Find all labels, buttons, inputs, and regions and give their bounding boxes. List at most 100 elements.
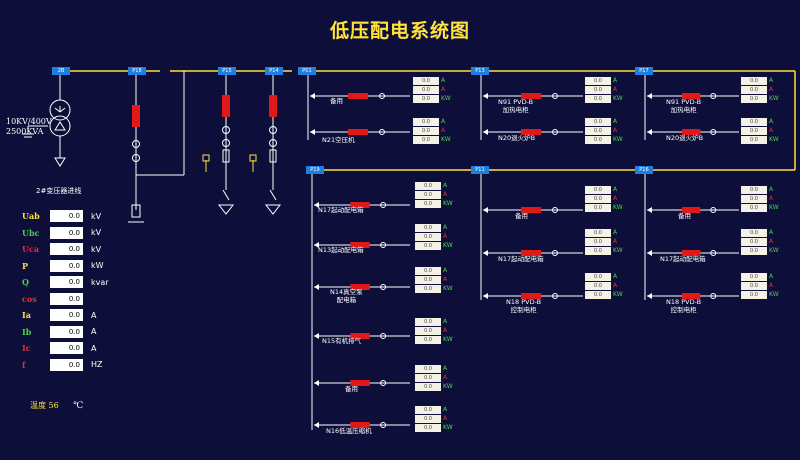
- feeder-name: N14真空泵配电箱: [330, 288, 363, 304]
- feeder-name-line: 配电箱: [336, 296, 357, 304]
- breaker-icon: [348, 93, 368, 99]
- ct-circle-icon: [269, 126, 277, 134]
- transformer-voltage: 10KV/400V: [6, 117, 52, 126]
- ct-circle-icon: [132, 154, 140, 162]
- transformer-name: 2#变压器进线: [36, 187, 82, 195]
- bus-label: 2B: [52, 67, 70, 75]
- ct-circle-icon: [552, 93, 558, 99]
- measurement-label: cos: [22, 293, 37, 304]
- feeder-name-line: N16低温压缩机: [326, 427, 372, 435]
- ct-circle-icon: [710, 129, 717, 135]
- unit-label: KW: [769, 291, 779, 298]
- feeder-name-line: 加热电柜: [670, 106, 697, 114]
- unit-label: A: [443, 224, 448, 231]
- measurement-value: 0.0: [50, 358, 83, 371]
- measurement-label: Ubc: [22, 227, 40, 238]
- unit-label: A: [613, 195, 618, 202]
- value-cell: 0.0: [585, 238, 611, 246]
- transformer-winding-icon: [49, 99, 71, 121]
- ct-circle-icon: [379, 129, 385, 135]
- feeder-arrow-icon: [483, 293, 488, 299]
- ct-circle-icon: [269, 139, 277, 147]
- value-cell: 0.0: [585, 273, 611, 281]
- unit-label: A: [443, 276, 448, 283]
- ct-circle-icon: [710, 93, 717, 99]
- feeder-arrow-icon: [310, 93, 315, 99]
- feeder-name-line: N91 PVD-B: [666, 98, 702, 106]
- unit-label: A: [769, 229, 774, 236]
- value-cell: 0.0: [585, 127, 611, 135]
- feeder-arrow-icon: [314, 333, 319, 339]
- measurement-value: 0.0: [50, 325, 83, 338]
- unit-label: A: [443, 327, 448, 334]
- unit-label: A: [613, 282, 618, 289]
- bus-label: P11: [471, 166, 489, 174]
- value-cell: 0.0: [585, 95, 611, 103]
- unit-label: A: [613, 127, 618, 134]
- unit-label: KW: [443, 424, 453, 431]
- feeder-arrow-icon: [647, 129, 652, 135]
- feeder-name-line: N91 PVD-B: [498, 98, 534, 106]
- value-cell: 0.0: [741, 238, 767, 246]
- breaker-icon: [348, 129, 368, 135]
- transformer-capacity: 2500KVA: [6, 127, 44, 136]
- value-cell: 0.0: [585, 86, 611, 94]
- feeder-arrow-icon: [314, 422, 319, 428]
- indicator-icon: [202, 154, 210, 162]
- switch-icon: [269, 189, 277, 201]
- ct-circle-icon: [710, 250, 717, 256]
- breaker-icon: [350, 422, 370, 428]
- feeder-name: 备用: [345, 385, 358, 393]
- unit-label: KW: [443, 200, 453, 207]
- measurement-unit: kvar: [91, 277, 109, 287]
- feeder-arrow-icon: [483, 93, 488, 99]
- transformer-winding-icon: [49, 115, 71, 137]
- unit-label: A: [443, 415, 448, 422]
- value-cell: 0.0: [415, 336, 441, 344]
- value-cell: 0.0: [741, 127, 767, 135]
- unit-label: KW: [769, 136, 779, 143]
- temperature-unit: ℃: [73, 401, 84, 411]
- value-cell: 0.0: [415, 327, 441, 335]
- feeder-name-line: N14真空泵: [330, 288, 363, 296]
- feeder-name-line: N17起动配电箱: [318, 206, 364, 214]
- feeder-name-line: 控制电柜: [510, 306, 537, 314]
- value-cell: 0.0: [415, 415, 441, 423]
- measurement-value: 0.0: [50, 243, 83, 255]
- switch-icon: [222, 189, 230, 201]
- bus-label: P01: [298, 67, 316, 75]
- unit-label: KW: [613, 95, 623, 102]
- breaker-icon: [350, 202, 370, 208]
- value-cell: 0.0: [415, 191, 441, 199]
- unit-label: KW: [613, 247, 623, 254]
- feeder-arrow-icon: [647, 93, 652, 99]
- unit-label: A: [613, 229, 618, 236]
- value-cell: 0.0: [585, 229, 611, 237]
- unit-label: KW: [443, 242, 453, 249]
- value-cell: 0.0: [415, 383, 441, 391]
- measurement-value: 0.0: [50, 259, 83, 272]
- value-cell: 0.0: [741, 247, 767, 255]
- transformer-symbol: [59, 107, 66, 113]
- load-triangle-icon: [264, 204, 282, 215]
- bus-label: P19: [306, 166, 324, 174]
- feeder-arrow-icon: [483, 129, 488, 135]
- feeder-name: N20退火炉B: [498, 134, 535, 142]
- feeder-arrow-icon: [314, 380, 319, 386]
- feeder-name-line: 备用: [330, 97, 343, 105]
- ct-circle-icon: [379, 93, 385, 99]
